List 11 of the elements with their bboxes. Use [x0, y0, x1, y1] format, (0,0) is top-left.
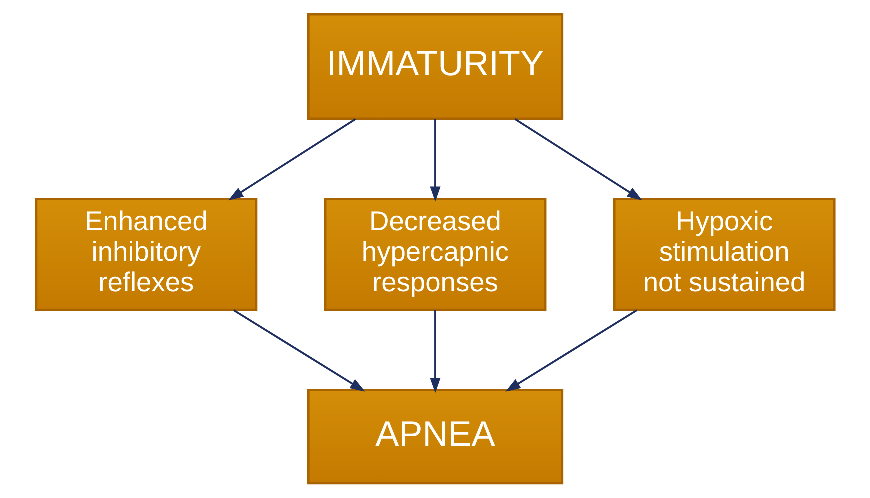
node-box: Decreased hypercapnic responses: [324, 198, 546, 312]
node-box: APNEA: [306, 389, 564, 485]
arrow: [430, 310, 440, 394]
node-box: IMMATURITY: [306, 13, 564, 120]
arrow: [505, 310, 638, 392]
arrow: [430, 119, 440, 202]
node-box: Enhanced inhibitory reflexes: [34, 198, 258, 312]
arrow: [228, 118, 356, 201]
arrow: [232, 310, 365, 392]
arrow: [514, 118, 642, 201]
node-box: Hypoxic stimulation not sustained: [612, 198, 836, 312]
